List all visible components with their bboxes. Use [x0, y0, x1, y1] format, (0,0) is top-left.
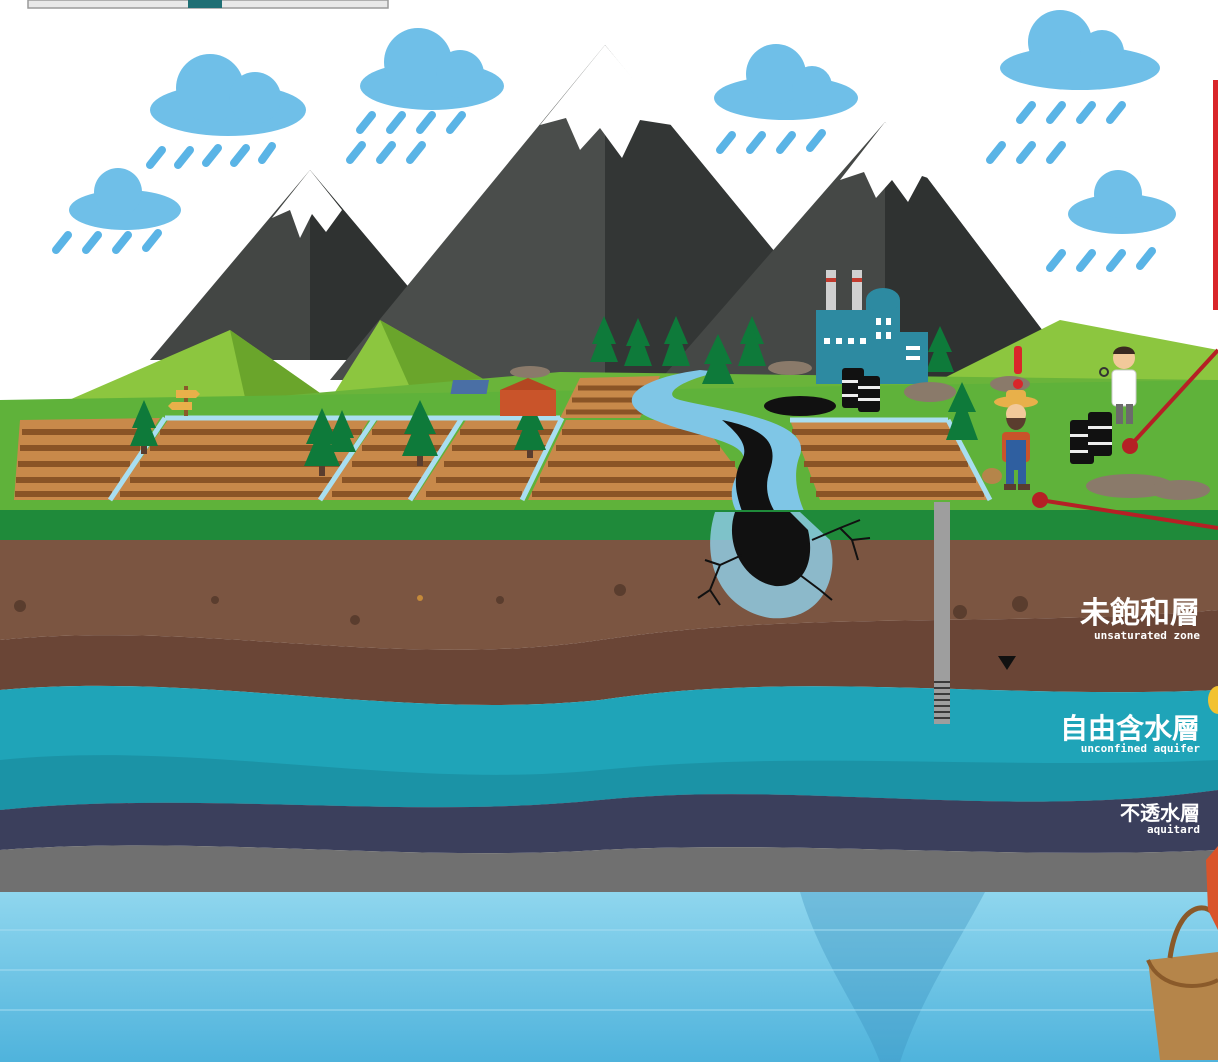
water-table-marker-icon — [998, 656, 1016, 670]
aquitard-label: 不透水層 aquitard — [1120, 803, 1200, 836]
soil-specks — [14, 584, 1028, 625]
field-left — [14, 418, 160, 500]
lake — [0, 892, 1218, 1062]
tree-icon — [590, 316, 618, 362]
tree-icon — [946, 382, 978, 440]
unconfined-aquifer-label: 自由含水層 unconfined aquifer — [1060, 714, 1200, 755]
unsaturated-zone-label-en: unsaturated zone — [1094, 628, 1200, 642]
tree-icon — [130, 400, 158, 454]
signpost-icon — [168, 386, 200, 416]
topsoil-layer — [0, 540, 1218, 650]
unsaturated-zone-label-zh: 未飽和層 — [1080, 596, 1200, 631]
tree-icon — [624, 318, 652, 366]
tree-icon — [402, 400, 438, 466]
top-tab-strip — [27, 0, 389, 9]
farm-fields — [14, 376, 993, 502]
cloud-icon — [69, 168, 181, 230]
partial-figure-hat — [1208, 686, 1218, 714]
river — [631, 370, 820, 540]
irrigation-channels — [107, 415, 993, 502]
unconfined-aquifer-label-zh: 自由含水層 — [1059, 712, 1200, 745]
partial-figure — [1206, 846, 1218, 930]
well-icon — [934, 502, 950, 724]
grass-strip — [0, 510, 1218, 540]
unconfined-aquifer-label-en: unconfined aquifer — [1080, 742, 1200, 756]
tree-icon — [304, 408, 340, 476]
oil-barrel-icon — [1070, 412, 1112, 464]
field — [528, 420, 760, 500]
deep-soil-layer — [0, 610, 1218, 705]
aquitard-label-zh: 不透水層 — [1120, 801, 1200, 825]
cloud-icon — [1000, 10, 1160, 90]
tree-icon — [662, 316, 690, 366]
tree-icon — [702, 334, 734, 384]
oil-barrel-icon — [842, 368, 880, 412]
trees — [130, 316, 978, 476]
pollution — [722, 396, 836, 520]
scientist-icon — [1099, 346, 1137, 424]
subsurface-layers — [0, 510, 1218, 892]
aquitard-label-en: aquitard — [1147, 823, 1200, 836]
farmer-icon — [982, 390, 1038, 490]
field-right — [790, 420, 990, 500]
cloud-icon — [714, 44, 858, 120]
tree-icon — [738, 316, 766, 366]
cloud-icon — [360, 28, 504, 110]
tree-icon — [328, 410, 356, 452]
warning-icon — [1013, 346, 1023, 389]
tree-icon — [926, 326, 954, 372]
pointer-lines — [1032, 80, 1218, 530]
cloud-icon — [150, 54, 306, 136]
field — [112, 418, 370, 500]
clouds — [69, 10, 1176, 234]
contamination-plume — [697, 512, 871, 619]
cloud-icon — [1068, 170, 1176, 234]
unsaturated-zone-label: 未飽和層 unsaturated zone — [1080, 598, 1200, 642]
bedrock-layer — [0, 845, 1218, 892]
factory-icon — [816, 270, 928, 384]
aquitard-layer — [0, 790, 1218, 854]
rain-icon — [52, 101, 1156, 272]
barn-icon — [450, 378, 556, 416]
mountains — [150, 45, 1080, 380]
